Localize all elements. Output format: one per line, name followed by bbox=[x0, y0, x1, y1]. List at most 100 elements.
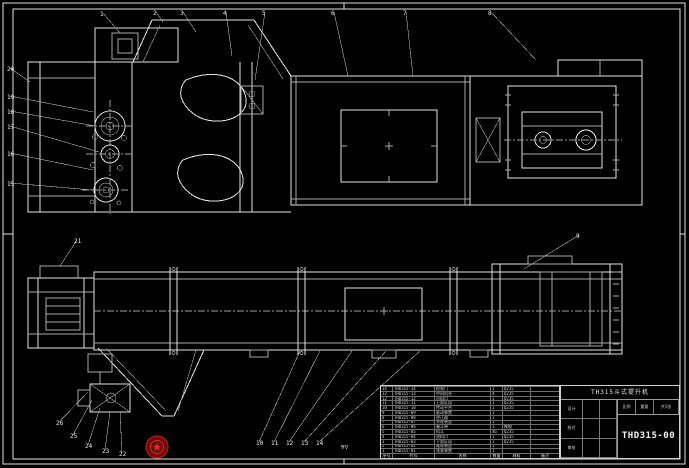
parts-header-cell: 备注 bbox=[531, 453, 559, 458]
parts-cell bbox=[531, 443, 559, 449]
parts-cell: THD315-11 bbox=[393, 400, 435, 406]
callout-number: 19 bbox=[7, 94, 15, 101]
parts-cell: THD315-02 bbox=[393, 443, 435, 449]
title-block-cell bbox=[600, 400, 617, 420]
top-view-elevation bbox=[27, 19, 643, 214]
elevator-buckets bbox=[177, 73, 247, 202]
callout-number: 5 bbox=[262, 10, 266, 17]
title-block-cell: 设计 bbox=[561, 400, 584, 420]
parts-cell: 1 bbox=[491, 438, 503, 444]
parts-cell bbox=[531, 419, 559, 425]
red-stamp bbox=[145, 435, 169, 459]
title-block-cell bbox=[600, 419, 617, 439]
callout-leader bbox=[9, 67, 31, 83]
title-block: TH315斗式提升机 设计 校对 审核 比例 重量 共1张 THD315-00 bbox=[560, 385, 680, 459]
parts-cell: THD315-05 bbox=[393, 429, 435, 434]
callout-leader bbox=[102, 12, 121, 34]
parts-cell: THD315-06 bbox=[393, 424, 435, 430]
conveyor-tube bbox=[93, 267, 623, 359]
callout-number: 20 bbox=[7, 66, 15, 73]
parts-cell: 上部区段 bbox=[435, 400, 491, 406]
parts-cell: 6 bbox=[381, 424, 393, 430]
parts-cell: THD315-08 bbox=[393, 414, 435, 420]
parts-cell: 7 bbox=[381, 419, 393, 425]
callout-number: 23 bbox=[102, 448, 110, 455]
parts-cell bbox=[531, 424, 559, 429]
parts-cell: 1 bbox=[491, 400, 503, 406]
parts-cell: 中间机壳 bbox=[435, 390, 491, 396]
callout-leader bbox=[288, 350, 353, 443]
parts-cell: 2 bbox=[381, 443, 393, 449]
parts-cell: 12 bbox=[381, 395, 393, 401]
callout-number: ▽▽ bbox=[341, 444, 349, 451]
parts-cell: THD315-07 bbox=[393, 419, 435, 425]
callout-leader bbox=[119, 411, 123, 454]
callout-number: 9 bbox=[576, 233, 580, 240]
callout-number: 4 bbox=[223, 10, 227, 17]
discharge-funnel bbox=[97, 347, 205, 417]
signature-grid: 设计 校对 审核 bbox=[561, 400, 618, 458]
parts-cell: 下部区段 bbox=[435, 438, 491, 444]
callout-leader bbox=[303, 350, 387, 443]
parts-cell: 13 bbox=[381, 390, 393, 396]
callout-number: 17 bbox=[7, 124, 15, 131]
callout-leader bbox=[59, 239, 78, 267]
parts-cell: 1 bbox=[491, 409, 503, 415]
parts-cell: 14 bbox=[381, 386, 393, 391]
title-block-cell bbox=[583, 400, 601, 420]
parts-cell: 9 bbox=[381, 409, 393, 415]
parts-cell bbox=[531, 448, 559, 453]
callout-leader bbox=[258, 350, 301, 443]
callout-number: 10 bbox=[256, 440, 264, 447]
title-block-mini-row: 比例 重量 共1张 bbox=[618, 400, 679, 415]
drawing-number: THD315-00 bbox=[621, 431, 676, 441]
parts-cell: 头轮装置 bbox=[435, 419, 491, 425]
parts-cell: 料斗 bbox=[435, 429, 491, 434]
parts-cell: 3 bbox=[381, 438, 393, 444]
parts-cell: 1 bbox=[381, 448, 393, 454]
callout-number: 24 bbox=[85, 443, 93, 450]
parts-header-cell: 名称 bbox=[435, 453, 491, 458]
parts-cell: 4 bbox=[491, 390, 503, 396]
parts-cell: 出料口 bbox=[435, 395, 491, 401]
callout-leader bbox=[333, 11, 349, 77]
title-block-cell: 重量 bbox=[636, 400, 654, 414]
parts-cell: Q235 bbox=[503, 438, 531, 444]
parts-cell: THD315-09 bbox=[393, 409, 435, 415]
parts-cell: 尾轮装置 bbox=[435, 443, 491, 449]
parts-cell bbox=[531, 390, 559, 396]
callout-number: 3 bbox=[180, 10, 184, 17]
callout-leader bbox=[225, 11, 233, 57]
parts-cell: 驱动装置 bbox=[435, 409, 491, 415]
title-block-body: 设计 校对 审核 比例 重量 共1张 THD315-00 bbox=[561, 400, 679, 458]
callout-leader bbox=[9, 110, 96, 127]
callout-number: 2 bbox=[153, 10, 157, 17]
bottom-view bbox=[27, 255, 623, 417]
parts-cell: Q235 bbox=[503, 400, 531, 406]
tail-section bbox=[491, 255, 623, 355]
callout-number: 21 bbox=[74, 238, 82, 245]
parts-cell bbox=[503, 409, 531, 415]
callout-leader bbox=[490, 11, 537, 61]
drive-section bbox=[469, 59, 643, 206]
parts-cell: 1 bbox=[491, 386, 503, 391]
parts-cell: 进料口 bbox=[435, 433, 491, 439]
parts-cell bbox=[531, 409, 559, 415]
callout-number: 26 bbox=[56, 420, 64, 427]
callout-number: 13 bbox=[301, 440, 309, 447]
parts-cell: 1 bbox=[491, 443, 503, 449]
callout-leader bbox=[405, 11, 414, 77]
title-block-cell: 共1张 bbox=[654, 400, 679, 414]
